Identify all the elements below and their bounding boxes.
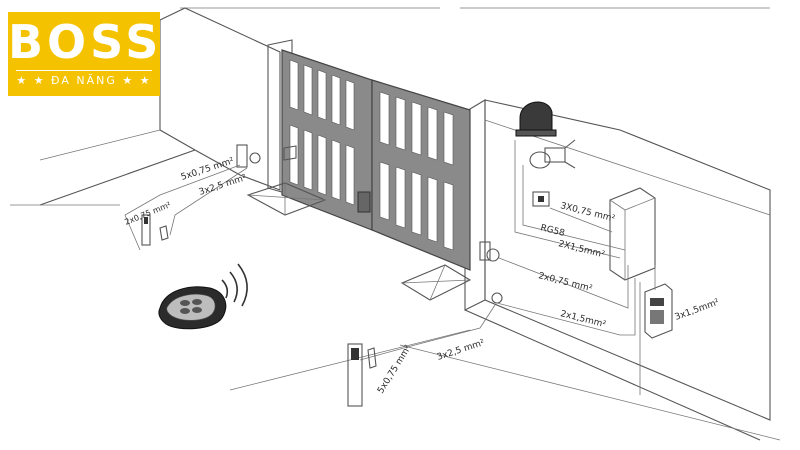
wire-photocell-top [549,207,613,233]
photocell-right-lens [538,196,544,202]
brand-logo: BOSS ★ ★ ĐA NĂNG ★ ★ [8,12,160,96]
brand-name: BOSS [8,15,163,69]
remote-button-2 [192,299,202,305]
motor-right-icon [486,248,500,262]
left-wall [159,7,281,191]
floor-plate-left-diag [247,194,326,201]
remote-button-1 [180,300,190,306]
label-motor-right: 2X1,5mm² [557,239,606,260]
motor-left-icon [283,145,297,161]
front-post-icon [347,343,377,407]
wire-flash-lamp [514,140,621,259]
wire-left-photocell [124,164,241,251]
wire-antenna [522,165,626,251]
flash-lamp-icon [515,101,557,137]
label-gate-motor-left-b: 3x2,5 mm² [198,173,248,198]
front-ground-edge [399,344,781,441]
remote-control [158,286,227,330]
label-flash-lamp: 3X0,75 mm² [559,201,616,224]
antenna-icon [529,139,576,169]
right-ground-edge [464,309,761,441]
label-front-motor: 3x2,5 mm² [436,338,486,363]
wire-front [359,304,496,361]
left-wall-base [39,129,161,161]
signal-wave-icon [221,263,248,307]
brand-rule [16,70,152,71]
gate-leaf-left-bars [289,59,355,206]
floor-plate-right-diag [401,279,471,284]
driveway-edge [229,329,471,391]
photocell-left-small-icon [159,225,169,241]
photocell-right-bottom-icon [491,292,503,304]
brand-tagline: ★ ★ ĐA NĂNG ★ ★ [16,74,152,87]
remote-button-3 [180,308,190,314]
gate-leaf-right-bars [379,91,454,251]
photocell-left-icon [249,152,261,164]
post-left [141,214,151,246]
label-power-feed: 2x1,5mm² [559,309,607,330]
label-supply-box: 3x1,5mm² [674,297,721,322]
wire-left-motor [169,167,248,236]
remote-button-4 [192,307,202,313]
post-left-sensor-icon [144,217,148,224]
control-box-icon [609,187,656,281]
gate-lock [357,191,371,213]
photocell-left-mount [236,144,248,168]
motor-right-mount [479,241,491,261]
label-photocell-right: 2x0,75 mm² [537,271,593,294]
right-wall [484,99,771,421]
photocell-right-icon [532,191,550,207]
label-antenna: RG58 [539,223,566,239]
power-supply-box-icon [644,283,673,339]
left-ground-edge [39,149,196,206]
floor-plate-right-diag2 [429,264,446,301]
wire-photocell-bottom [496,278,636,336]
wire-motor-right [498,257,629,309]
label-front-post: 5x0,75 mm² [376,343,414,395]
